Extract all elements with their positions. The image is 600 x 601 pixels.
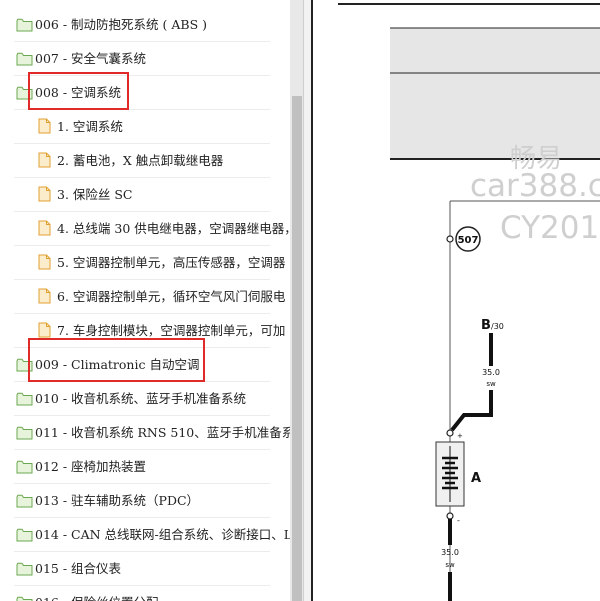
page-icon: [38, 288, 51, 304]
document-tree: 006 - 制动防抱死系统 ( ABS ) 007 - 安全气囊系统 008 - 空…: [0, 0, 290, 601]
header-box: [390, 28, 600, 160]
tree-item-label: 011 - 收音机系统 RNS 510、蓝牙手机准备系统: [35, 425, 290, 440]
tree-item-label: 4. 总线端 30 供电继电器，空调器继电器，: [57, 221, 290, 236]
tree-item-label: 5. 空调器控制单元，高压传感器，空调器: [57, 255, 286, 270]
tree-page-item[interactable]: 6. 空调器控制单元，循环空气风门伺服电: [0, 280, 290, 314]
tree-folder-item[interactable]: 010 - 收音机系统、蓝牙手机准备系统: [0, 382, 290, 416]
highlight-box: [28, 338, 205, 382]
tree-item-label: 3. 保险丝 SC: [57, 187, 133, 202]
folder-icon: [16, 425, 33, 440]
wire-b-lower: [450, 390, 493, 432]
folder-icon: [16, 561, 33, 576]
battery-minus-terminal: [446, 512, 454, 520]
tree-page-item[interactable]: 1. 空调系统: [0, 110, 290, 144]
folder-icon: [16, 527, 33, 542]
terminal-b-label: B: [481, 318, 491, 333]
tree-page-item[interactable]: 7. 车身控制模块，空调器控制单元，可加: [0, 314, 290, 348]
watermark-line-3: CY2016: [500, 210, 600, 246]
tree-item-label: 2. 蓄电池，X 触点卸载继电器: [57, 153, 224, 168]
tree-page-item[interactable]: 3. 保险丝 SC: [0, 178, 290, 212]
tree-folder-item[interactable]: 006 - 制动防抱死系统 ( ABS ): [0, 8, 290, 42]
folder-icon: [16, 17, 33, 32]
battery-minus-sign: -: [457, 516, 460, 525]
tree-item-label: 015 - 组合仪表: [35, 561, 122, 576]
wiring-diagram: 507 B /30 35.0 sw + A - 35.0 sw: [338, 3, 600, 601]
tree-item-label: 010 - 收音机系统、蓝牙手机准备系统: [35, 391, 247, 406]
tree-item-label: 007 - 安全气囊系统: [35, 51, 147, 66]
folder-icon: [16, 493, 33, 508]
tree-item-label: 1. 空调系统: [57, 119, 123, 134]
junction-dot: [446, 235, 454, 243]
tree-item-label: 006 - 制动防抱死系统 ( ABS ): [35, 17, 207, 32]
tree-item-label: 6. 空调器控制单元，循环空气风门伺服电: [57, 289, 286, 304]
wire-bottom-size: 35.0: [441, 548, 459, 557]
folder-icon: [16, 459, 33, 474]
page-icon: [38, 220, 51, 236]
connector-507-label: 507: [458, 235, 479, 246]
wire-top-size: 35.0: [482, 368, 500, 377]
wire-bottom-color: sw: [445, 561, 455, 569]
page-icon: [38, 152, 51, 168]
page-icon: [38, 254, 51, 270]
folder-icon: [16, 51, 33, 66]
tree-item-label: 013 - 驻车辅助系统（PDC）: [35, 493, 200, 508]
tree-item-label: 014 - CAN 总线联网-组合系统、诊断接口、L: [35, 527, 290, 542]
watermark-line-2: car388.co: [470, 168, 600, 204]
tree-folder-item[interactable]: 007 - 安全气囊系统: [0, 42, 290, 76]
folder-icon: [16, 391, 33, 406]
watermark-line-1: 畅易: [510, 144, 563, 174]
tree-item-label: 009 - Climatronic 自动空调: [35, 357, 200, 372]
component-a-label: A: [471, 471, 481, 486]
battery-plus-sign: +: [457, 432, 463, 440]
terminal-b-sub: /30: [491, 322, 504, 331]
tree-item-label: 008 - 空调系统: [35, 85, 122, 100]
tree-page-item[interactable]: 4. 总线端 30 供电继电器，空调器继电器，: [0, 212, 290, 246]
tree-item-label: 016 - 保险丝位置分配: [35, 595, 159, 601]
tree-folder-item[interactable]: 011 - 收音机系统 RNS 510、蓝牙手机准备系统: [0, 416, 290, 450]
connector-507-circle: [455, 226, 481, 252]
tree-folder-item[interactable]: 015 - 组合仪表: [0, 552, 290, 586]
tree-folder-item[interactable]: 016 - 保险丝位置分配: [0, 586, 290, 601]
tree-page-item[interactable]: 5. 空调器控制单元，高压传感器，空调器: [0, 246, 290, 280]
tree-folder-item[interactable]: 014 - CAN 总线联网-组合系统、诊断接口、L: [0, 518, 290, 552]
tree-page-item[interactable]: 2. 蓄电池，X 触点卸载继电器: [0, 144, 290, 178]
pane-splitter[interactable]: [303, 0, 311, 601]
page-icon: [38, 322, 51, 338]
wire-top-color: sw: [486, 380, 496, 388]
page-icon: [38, 186, 51, 202]
battery-plus-terminal: [446, 429, 454, 437]
folder-icon: [16, 595, 33, 601]
tree-folder-item[interactable]: 013 - 驻车辅助系统（PDC）: [0, 484, 290, 518]
tree-item-label: 7. 车身控制模块，空调器控制单元，可加: [57, 323, 286, 338]
highlight-box: [28, 72, 129, 110]
tree-folder-item[interactable]: 012 - 座椅加热装置: [0, 450, 290, 484]
tree-item-label: 012 - 座椅加热装置: [35, 459, 147, 474]
tree-scrollbar-thumb[interactable]: [292, 96, 302, 601]
page-icon: [38, 118, 51, 134]
